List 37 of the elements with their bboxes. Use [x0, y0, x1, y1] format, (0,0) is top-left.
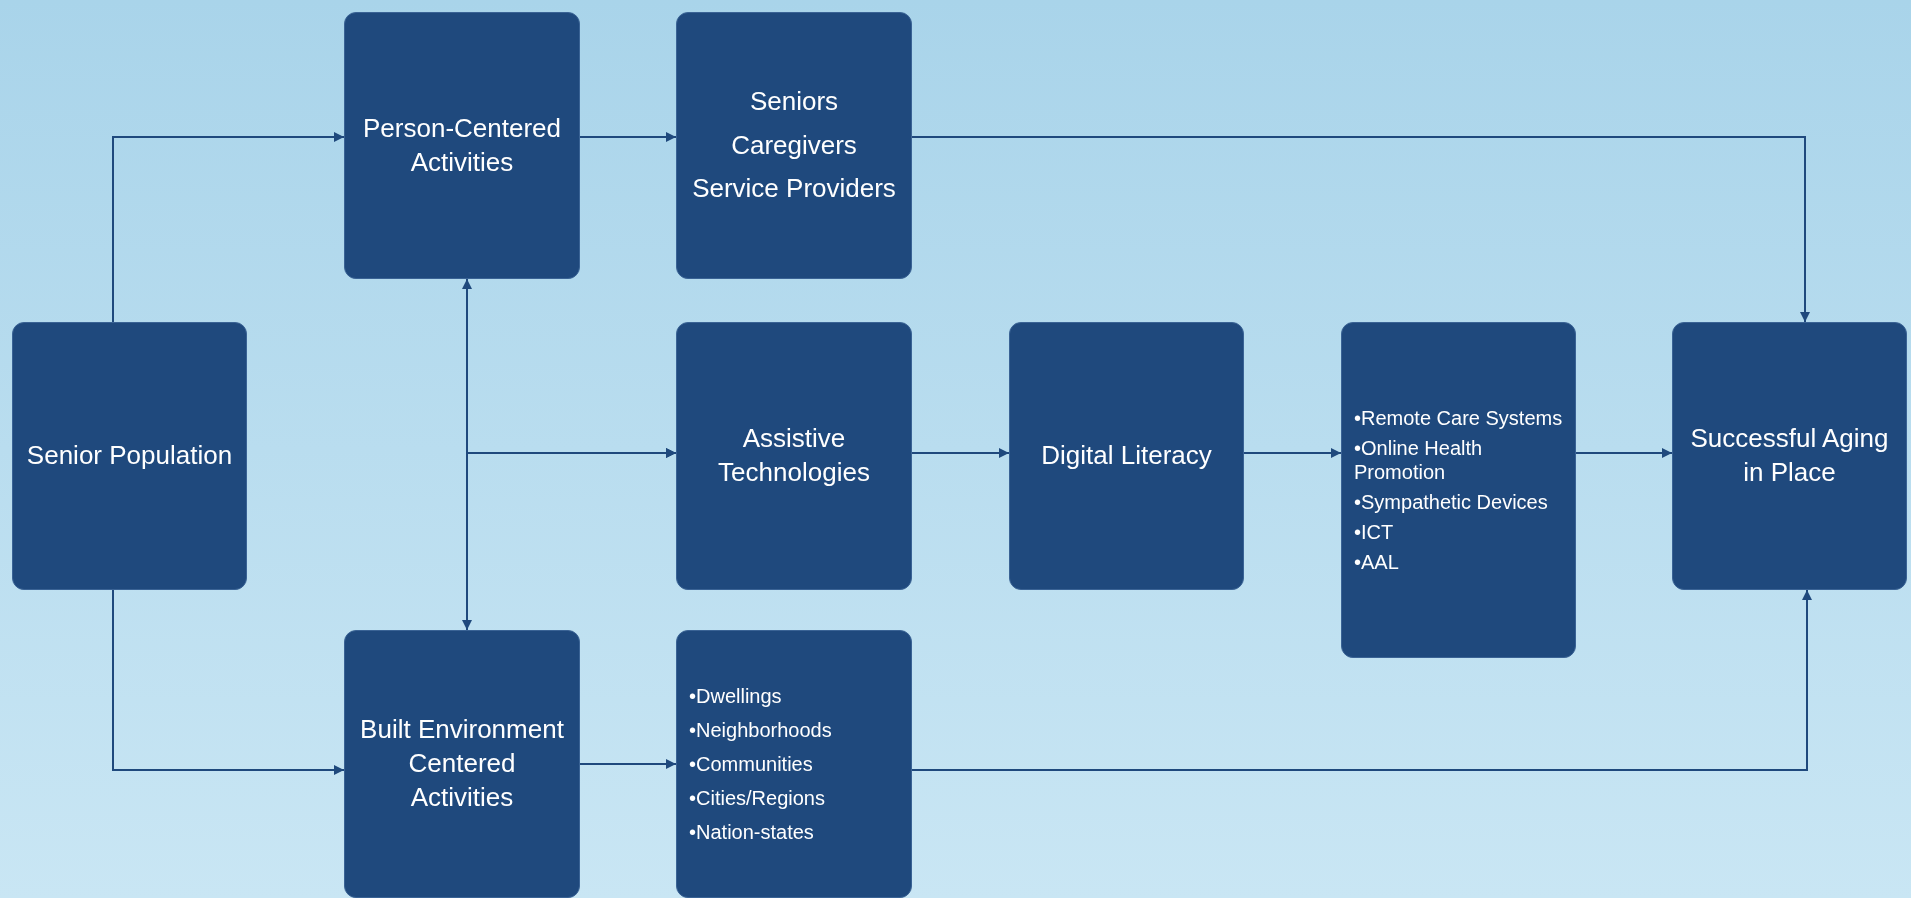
box-label: Caregivers	[731, 128, 857, 162]
box-label: Assistive Technologies	[717, 422, 871, 489]
list-item: •Online Health Promotion	[1354, 436, 1484, 484]
list-item: •Remote Care Systems	[1354, 406, 1563, 430]
box-label: Digital Literacy	[1041, 439, 1212, 473]
arrow	[112, 132, 345, 323]
process-box	[344, 630, 580, 898]
list-item: •Sympathetic Devices	[1354, 490, 1548, 514]
arrow	[579, 759, 677, 769]
arrow	[911, 136, 1810, 323]
list-item: •Neighborhoods	[689, 718, 832, 742]
process-box	[676, 630, 912, 898]
process-box	[676, 322, 912, 590]
process-box	[344, 12, 580, 279]
list-item: •ICT	[1354, 520, 1394, 544]
process-box	[1009, 322, 1244, 590]
process-box	[12, 322, 247, 590]
list-item: •Nation-states	[689, 820, 814, 844]
arrow	[1243, 448, 1342, 458]
list-item: •Communities	[689, 752, 813, 776]
box-label: Built Environment Centered Activities	[359, 713, 565, 814]
arrow	[112, 589, 345, 775]
list-item: •Cities/Regions	[689, 786, 825, 810]
box-label: Successful Aging in Place	[1689, 422, 1890, 489]
arrow	[1575, 448, 1673, 458]
process-box	[1672, 322, 1907, 590]
process-box	[1341, 322, 1576, 658]
box-label: Senior Population	[26, 439, 233, 473]
box-label: Person-Centered Activities	[362, 111, 562, 179]
arrow	[911, 448, 1010, 458]
box-label: Seniors	[749, 84, 839, 118]
list-item: •AAL	[1354, 550, 1399, 574]
process-box	[676, 12, 912, 279]
list-item: •Dwellings	[689, 684, 782, 708]
box-label: Service Providers	[692, 172, 896, 206]
arrow	[911, 589, 1812, 771]
arrow	[579, 132, 677, 142]
